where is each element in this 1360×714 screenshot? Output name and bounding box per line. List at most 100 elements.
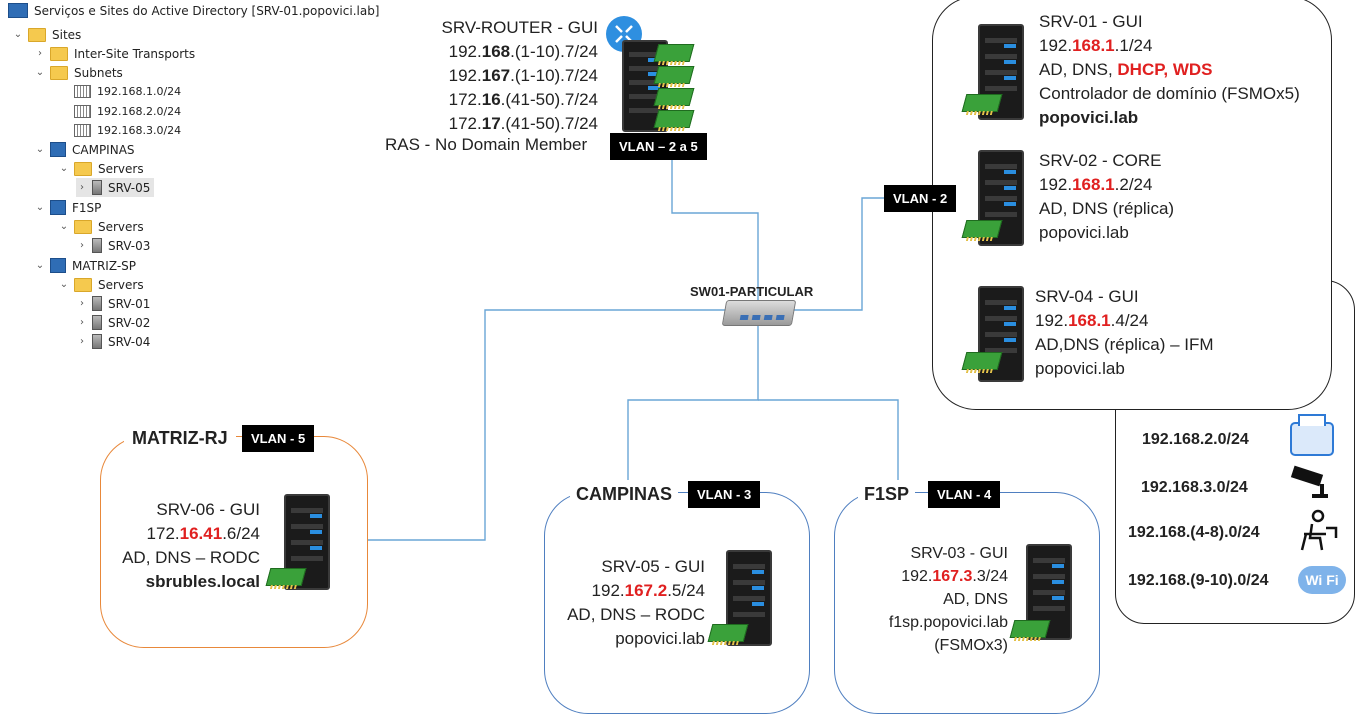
tree-sites[interactable]: ⌄ Sites <box>12 25 81 44</box>
tree-label: Sites <box>52 27 82 42</box>
subnet-icon <box>74 105 91 118</box>
chevron-right-icon[interactable]: › <box>80 182 84 193</box>
site-icon <box>50 142 66 157</box>
tree-servers[interactable]: ⌄Servers <box>58 275 144 294</box>
subnet-label: 192.168.(9-10).0/24 <box>1128 572 1269 589</box>
tree-server-srv02[interactable]: › SRV-02 <box>76 313 150 332</box>
tree-label: MATRIZ-SP <box>72 258 137 273</box>
tree-server-srv04[interactable]: › SRV-04 <box>76 332 150 351</box>
srv05-ip: 192.167.2.5/24 <box>591 581 705 600</box>
link-router-switch <box>671 160 759 300</box>
chevron-down-icon[interactable]: ⌄ <box>13 29 23 40</box>
chevron-right-icon[interactable]: › <box>80 317 84 328</box>
nic-icon <box>1009 620 1051 638</box>
tree-label: SRV-02 <box>108 315 151 330</box>
tree-servers[interactable]: ⌄Servers <box>58 159 144 178</box>
router-vlan-badge: VLAN – 2 a 5 <box>610 133 707 160</box>
link-switch-f1sp <box>758 399 899 480</box>
srv02-info: SRV-02 - CORE 192.168.1.2/24 AD, DNS (ré… <box>1039 149 1174 245</box>
tree-subnet-item[interactable]: 192.168.1.0/24 <box>58 82 181 101</box>
nic-icon <box>961 220 1003 238</box>
srv06-info: SRV-06 - GUI 172.16.41.6/24 AD, DNS – RO… <box>110 498 260 594</box>
srv01-ip: 192.168.1.1/24 <box>1039 36 1153 55</box>
server-icon <box>92 238 102 253</box>
matriz-rj-title: MATRIZ-RJ <box>124 426 236 450</box>
chevron-down-icon[interactable]: ⌄ <box>35 144 45 155</box>
router-ras: RAS - No Domain Member <box>385 135 588 154</box>
srv06-ip: 172.16.41.6/24 <box>146 524 260 543</box>
tree-label: CAMPINAS <box>72 142 135 157</box>
tree-label: 192.168.2.0/24 <box>97 105 182 118</box>
switch-label: SW01-PARTICULAR <box>690 284 814 299</box>
srv03-roles: AD, DNS <box>943 591 1008 608</box>
tree-servers[interactable]: ⌄ Servers <box>58 217 144 236</box>
router-ip: 172.17.(41-50).7/24 <box>448 114 598 133</box>
tree-site-campinas[interactable]: ⌄ CAMPINAS <box>34 140 135 159</box>
chevron-right-icon[interactable]: › <box>38 48 42 59</box>
srv03-domain: f1sp.popovici.lab <box>888 614 1008 631</box>
tree-server-srv05[interactable]: ›SRV-05 <box>76 178 155 197</box>
chevron-down-icon[interactable]: ⌄ <box>59 221 69 232</box>
server-icon <box>92 315 102 330</box>
ad-sites-icon <box>8 3 28 18</box>
chevron-down-icon[interactable]: ⌄ <box>59 279 69 290</box>
nic-icon <box>653 44 695 62</box>
nic-icon <box>653 110 695 128</box>
workstation-icon <box>1300 509 1338 551</box>
switch-icon <box>721 300 797 326</box>
srv01-title: SRV-01 - GUI <box>1039 12 1143 31</box>
tree-subnets[interactable]: ⌄Subnets <box>34 63 123 82</box>
server-icon <box>92 296 102 311</box>
tree-root-label: Serviços e Sites do Active Directory [SR… <box>34 3 380 18</box>
campinas-title: CAMPINAS <box>570 482 679 506</box>
server-icon <box>92 334 102 349</box>
srv02-title: SRV-02 - CORE <box>1039 151 1162 170</box>
f1sp-vlan-badge: VLAN - 4 <box>928 481 1001 508</box>
srv03-info: SRV-03 - GUI 192.167.3.3/24 AD, DNS f1sp… <box>846 542 1008 657</box>
chevron-right-icon[interactable]: › <box>80 240 84 251</box>
tree-root[interactable]: Serviços e Sites do Active Directory [SR… <box>8 1 380 20</box>
srv01-info: SRV-01 - GUI 192.168.1.1/24 AD, DNS, DHC… <box>1039 10 1300 130</box>
srv01-domain: popovici.lab <box>1039 108 1139 127</box>
chevron-down-icon[interactable]: ⌄ <box>35 202 45 213</box>
nic-icon <box>265 568 307 586</box>
srv06-title: SRV-06 - GUI <box>156 500 260 519</box>
chevron-right-icon[interactable]: › <box>80 298 84 309</box>
srv05-domain: popovici.lab <box>615 629 705 648</box>
tree-label: Inter-Site Transports <box>74 46 196 61</box>
srv04-domain: popovici.lab <box>1035 359 1125 378</box>
srv05-roles: AD, DNS – RODC <box>567 605 705 624</box>
folder-icon <box>50 46 68 61</box>
srv04-ip: 192.168.1.4/24 <box>1035 311 1149 330</box>
tree-site-matriz[interactable]: ⌄ MATRIZ-SP <box>34 256 136 275</box>
tree-label: Servers <box>98 219 144 234</box>
chevron-right-icon[interactable]: › <box>80 336 84 347</box>
tree-inter-site[interactable]: › Inter-Site Transports <box>34 44 195 63</box>
chevron-down-icon[interactable]: ⌄ <box>35 67 45 78</box>
tree-server-srv03[interactable]: › SRV-03 <box>76 236 150 255</box>
tree-site-f1sp[interactable]: ⌄F1SP <box>34 198 101 217</box>
f1sp-title: F1SP <box>858 482 916 506</box>
folder-icon <box>74 277 92 292</box>
tree-label: 192.168.1.0/24 <box>97 85 182 98</box>
tree-label: SRV-03 <box>108 238 151 253</box>
nic-icon <box>653 66 695 84</box>
tree-subnet-item[interactable]: 192.168.2.0/24 <box>58 102 181 121</box>
tree-label: SRV-01 <box>108 296 151 311</box>
tree-server-srv01[interactable]: › SRV-01 <box>76 294 150 313</box>
tree-label: 192.168.3.0/24 <box>97 124 182 137</box>
router-title: SRV-ROUTER - GUI <box>441 18 598 37</box>
srv05-info: SRV-05 - GUI 192.167.2.5/24 AD, DNS – RO… <box>560 555 705 651</box>
tree-subnet-item[interactable]: 192.168.3.0/24 <box>58 121 181 140</box>
chevron-down-icon[interactable]: ⌄ <box>35 260 45 271</box>
srv02-server-icon <box>978 150 1024 246</box>
srv02-roles: AD, DNS (réplica) <box>1039 199 1175 218</box>
folder-icon <box>50 65 68 80</box>
srv04-title: SRV-04 - GUI <box>1035 287 1139 306</box>
link-switch-rj <box>368 309 726 541</box>
matriz-rj-vlan-badge: VLAN - 5 <box>242 425 315 452</box>
srv02-ip: 192.168.1.2/24 <box>1039 175 1153 194</box>
tree-label: SRV-04 <box>108 334 151 349</box>
chevron-down-icon[interactable]: ⌄ <box>59 163 69 174</box>
